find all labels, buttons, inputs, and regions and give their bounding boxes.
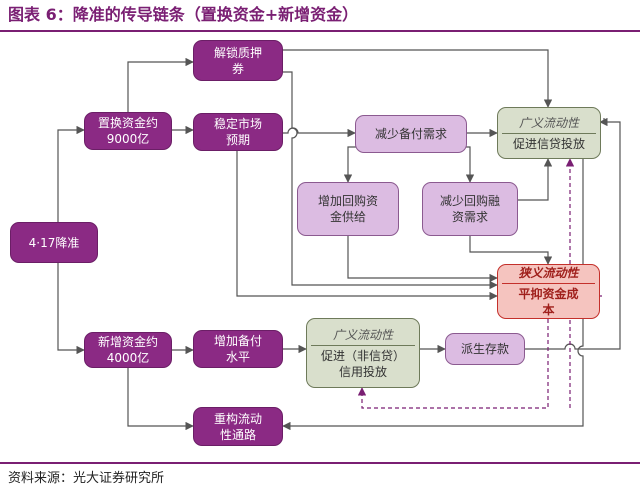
arrow-repo-demand-to-narrow <box>469 236 553 265</box>
narrow-liquidity-title: 狭义流动性 <box>502 265 595 284</box>
dashed-narrow-to-broad-bottom <box>357 319 549 409</box>
narrow-liquidity-node: 狭义流动性 平抑资金成本 <box>497 264 600 319</box>
swap-funds-node: 置换资金约9000亿 <box>84 112 172 150</box>
arrow-stabilize-to-reduce-reserve <box>283 127 356 138</box>
arrow-repo-demand-to-broad-top <box>518 158 553 201</box>
page-title: 图表 6：降准的传导链条（置换资金+新增资金） <box>8 5 359 24</box>
restructure-liquidity-node: 重构流动性通路 <box>193 407 283 446</box>
arrow-repo-supply-to-narrow <box>347 236 498 283</box>
arrow-deposits-to-broad-top <box>525 117 621 350</box>
derived-deposits-node: 派生存款 <box>445 333 525 365</box>
source-note: 资料来源：光大证券研究所 <box>8 471 165 486</box>
reduce-repo-demand-node: 减少回购融资需求 <box>422 182 518 236</box>
broad-liquidity-bottom-body: 促进（非信贷）信用投放 <box>320 348 405 379</box>
root-node: 4·17降准 <box>10 222 98 263</box>
raise-reserves-node: 增加备付水平 <box>193 330 283 368</box>
increase-repo-supply-node: 增加回购资金供给 <box>297 182 399 236</box>
arrow-swap-to-unlock <box>127 57 194 112</box>
arrow-root-to-new <box>57 263 85 355</box>
title-divider <box>0 30 640 32</box>
narrow-liquidity-body: 平抑资金成本 <box>518 287 579 317</box>
arrow-unlock-to-narrow <box>283 71 498 290</box>
arrow-stabilize-to-narrow <box>236 151 498 301</box>
stabilize-expectations-node: 稳定市场预期 <box>193 113 283 151</box>
broad-liquidity-top-title: 广义流动性 <box>502 115 596 134</box>
arrow-unlock-to-broad-top <box>283 49 553 108</box>
arrow-new-to-restructure <box>127 368 194 431</box>
broad-liquidity-top-body: 促进信贷投放 <box>512 136 585 151</box>
new-funds-node: 新增资金约4000亿 <box>84 332 172 368</box>
reduce-reserve-demand-node: 减少备付需求 <box>355 115 467 153</box>
arrow-root-to-swap <box>57 125 85 222</box>
broad-liquidity-bottom-title: 广义流动性 <box>311 327 415 346</box>
unlock-collateral-node: 解锁质押券 <box>193 40 283 81</box>
footer-divider <box>0 462 640 464</box>
broad-liquidity-bottom-node: 广义流动性 促进（非信贷）信用投放 <box>306 318 420 388</box>
broad-liquidity-top-node: 广义流动性 促进信贷投放 <box>497 107 601 159</box>
